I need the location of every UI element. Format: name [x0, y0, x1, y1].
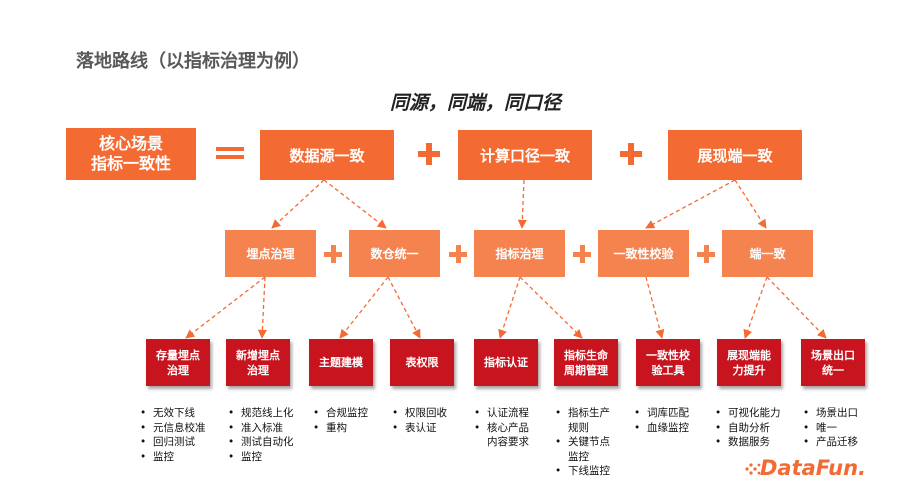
bullet-list: 规范线上化 准入标准 测试自动化 监控	[228, 406, 294, 464]
arrow	[645, 179, 736, 229]
mid-box-tracking: 埋点治理	[225, 230, 316, 277]
bottom-box-line1: 新增埋点	[236, 348, 280, 362]
list-item: 词库匹配	[634, 406, 689, 421]
core-line2: 指标一致性	[90, 154, 171, 173]
list-item: 核心产品	[474, 421, 529, 436]
list-item: 规则	[568, 421, 589, 434]
bottom-box-line1: 展现端能	[727, 348, 771, 362]
list-item: 自助分析	[715, 421, 781, 436]
list-item: 准入标准	[228, 421, 294, 436]
arrow	[766, 276, 827, 339]
list-item: 元信息校准	[140, 421, 206, 436]
top-box-calculation: 计算口径一致	[458, 130, 592, 180]
datafun-logo: DataFun.	[760, 456, 867, 480]
bullet-list: 可视化能力 自助分析 数据服务	[715, 406, 781, 450]
list-item: 监控	[140, 450, 206, 465]
list-item: 监控	[568, 450, 589, 463]
list-item: 唯一	[803, 421, 858, 436]
arrow	[339, 276, 389, 339]
bullet-list: 认证流程 核心产品 内容要求	[474, 406, 529, 450]
bottom-box-line1: 表权限	[405, 356, 439, 369]
bottom-box-line2: 统一	[822, 363, 844, 377]
list-item: 可视化能力	[715, 406, 781, 421]
list-item: 规范线上化	[228, 406, 294, 421]
bottom-box: 指标认证	[474, 339, 538, 386]
bullet-list: 权限回收 表认证	[392, 406, 447, 435]
bottom-box: 指标生命周期管理	[554, 339, 618, 386]
bottom-box-line1: 主题建模	[319, 356, 363, 369]
list-item: 场景出口	[803, 406, 858, 421]
plus-icon	[573, 245, 591, 263]
arrow	[498, 276, 521, 339]
list-item: 合规监控	[313, 406, 368, 421]
list-item: 测试自动化	[228, 435, 294, 450]
core-scenario-box: 核心场景 指标一致性	[66, 128, 196, 180]
subtitle: 同源，同端，同口径	[389, 92, 561, 114]
bottom-box-line2: 验工具	[651, 363, 685, 377]
bottom-box: 一致性校验工具	[636, 339, 700, 386]
plus-icon	[418, 143, 440, 165]
plus-icon	[324, 245, 342, 263]
datafun-logo-icon	[745, 463, 761, 475]
equals-sign	[216, 147, 244, 159]
bottom-box-line1: 指标生命	[564, 348, 608, 362]
bottom-box-line1: 一致性校	[646, 348, 690, 362]
arrow	[519, 276, 583, 339]
list-item: 表认证	[392, 421, 447, 436]
mid-box-endpoint: 端一致	[722, 230, 813, 277]
bullet-list: 无效下线 元信息校准 回归测试 监控	[140, 406, 206, 464]
plus-icon	[449, 245, 467, 263]
bottom-box-line2: 周期管理	[564, 363, 608, 377]
list-item: 认证流程	[474, 406, 529, 421]
arrow	[645, 276, 665, 339]
list-item: 重构	[313, 421, 368, 436]
mid-box-metric: 指标治理	[474, 230, 565, 277]
list-item: 下线监控	[555, 464, 610, 479]
list-item: 权限回收	[392, 406, 447, 421]
arrow	[185, 276, 266, 339]
core-line1: 核心场景	[98, 134, 163, 153]
bullet-list: 词库匹配 血缘监控	[634, 406, 689, 435]
bottom-box: 主题建模	[309, 339, 373, 386]
top-box-display: 展现端一致	[668, 130, 802, 180]
bottom-box: 展现端能力提升	[717, 339, 781, 386]
arrow	[271, 179, 325, 229]
bottom-box-line2: 治理	[167, 363, 189, 377]
plus-icon	[620, 143, 642, 165]
bullet-list: 场景出口 唯一 产品迁移	[803, 406, 858, 450]
mid-box-warehouse: 数仓统一	[349, 230, 440, 277]
list-item: 血缘监控	[634, 421, 689, 436]
list-item: 监控	[228, 450, 294, 465]
top-box-data-source: 数据源一致	[260, 130, 394, 180]
list-item: 回归测试	[140, 435, 206, 450]
arrow	[257, 276, 267, 339]
page-title: 落地路线（以指标治理为例）	[76, 51, 310, 72]
bullet-list: 合规监控 重构	[313, 406, 368, 435]
arrow	[743, 276, 768, 339]
bottom-box-line1: 指标认证	[484, 356, 528, 369]
arrow	[387, 276, 421, 339]
list-item: 无效下线	[140, 406, 206, 421]
list-item: 关键节点	[555, 435, 610, 450]
list-item: 数据服务	[715, 435, 781, 450]
bottom-box: 存量埋点治理	[146, 339, 210, 386]
plus-icon	[697, 245, 715, 263]
bottom-box-line2: 力提升	[732, 363, 766, 377]
arrow	[323, 179, 387, 229]
arrow	[734, 179, 767, 229]
bottom-box-line1: 存量埋点	[156, 348, 200, 362]
list-item: 产品迁移	[803, 435, 858, 450]
bottom-box: 表权限	[390, 339, 454, 386]
list-item: 内容要求	[487, 436, 529, 448]
bullet-list: 指标生产 规则 关键节点 监控 下线监控	[555, 406, 610, 479]
bottom-box: 新增埋点治理	[226, 339, 290, 386]
list-item: 指标生产	[555, 406, 610, 421]
bottom-box-line2: 治理	[247, 363, 269, 377]
arrow	[517, 179, 527, 229]
mid-box-consistency: 一致性校验	[598, 230, 689, 277]
bottom-box-line1: 场景出口	[811, 348, 855, 362]
bottom-box: 场景出口统一	[801, 339, 865, 386]
